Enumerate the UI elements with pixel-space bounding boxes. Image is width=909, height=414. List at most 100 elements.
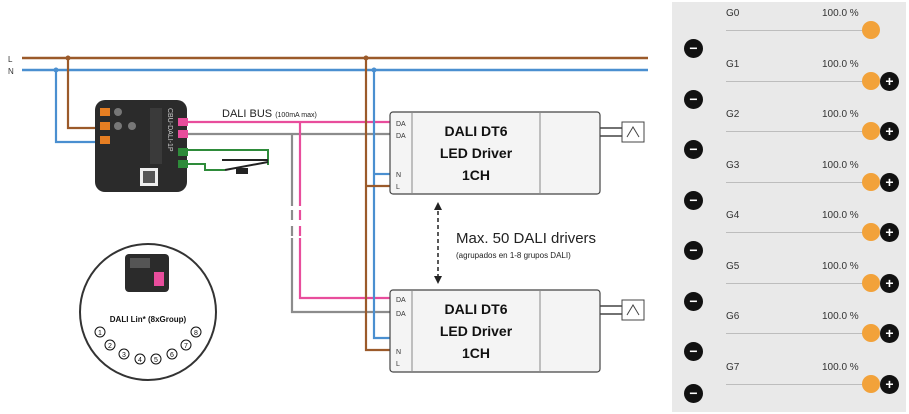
group-label: G3: [726, 159, 740, 171]
group-row-g0: G0 100.0 % −: [672, 2, 906, 58]
pushbutton: [222, 159, 269, 174]
inset-number-1: 1: [98, 330, 102, 337]
driver-2-pin-n: N: [396, 349, 401, 356]
group-label: G7: [726, 361, 740, 373]
group-label: G0: [726, 8, 740, 19]
slider-track[interactable]: [726, 333, 876, 334]
pushbutton-wire-b: [188, 163, 225, 171]
driver-1-title-3: 1CH: [462, 167, 490, 183]
group-row-g4: G4 100.0 % − +: [672, 204, 906, 260]
increase-button[interactable]: +: [880, 273, 899, 293]
driver-1-pin-da1: DA: [396, 121, 406, 128]
led-driver-2: DA DA N L DALI DT6 LED Driver 1CH: [389, 289, 601, 373]
inset-number-2: 2: [108, 343, 112, 350]
driver-1-pin-n: N: [396, 172, 401, 179]
inset-number-6: 6: [170, 352, 174, 359]
increase-button[interactable]: +: [880, 122, 899, 141]
decrease-button[interactable]: −: [684, 190, 703, 210]
group-value: 100.0 %: [822, 210, 859, 221]
increase-button[interactable]: +: [880, 223, 899, 242]
wiring-diagram: L N CBU-DALI-1P DALI BUS (100mA max): [8, 55, 648, 381]
slider-knob[interactable]: [862, 71, 880, 90]
decrease-button[interactable]: −: [684, 89, 703, 109]
group-label: G5: [726, 260, 740, 272]
increase-button[interactable]: +: [880, 71, 899, 91]
decrease-button[interactable]: −: [684, 39, 703, 58]
driver-2-title-3: 1CH: [462, 345, 490, 361]
decrease-button[interactable]: −: [684, 342, 703, 361]
inset-number-8: 8: [194, 330, 198, 337]
slider-track[interactable]: [726, 30, 876, 31]
controller-neutral-wire: [54, 70, 100, 144]
dali-bus-label: DALI BUS (100mA max): [222, 108, 317, 120]
dali-lin-label: DALI Lin* (8xGroup): [110, 315, 187, 324]
slider-knob[interactable]: [862, 122, 880, 140]
increase-button[interactable]: +: [880, 172, 899, 192]
group-value: 100.0 %: [822, 109, 859, 120]
group-row-g6: G6 100.0 % − +: [672, 305, 906, 361]
slider-track[interactable]: [726, 131, 876, 132]
driver-1-title-2: LED Driver: [440, 145, 513, 161]
slider-track[interactable]: [726, 232, 876, 233]
group-row-g7: G7 100.0 % − +: [672, 356, 906, 406]
inset-number-3: 3: [122, 352, 126, 359]
driver-1-title-1: DALI DT6: [445, 123, 508, 139]
group-label: G1: [726, 58, 740, 70]
group-row-g3: G3 100.0 % − +: [672, 154, 906, 210]
driver-1-pin-l: L: [396, 184, 400, 191]
controller-label: CBU-DALI-1P: [166, 108, 173, 152]
group-value: 100.0 %: [822, 159, 859, 171]
group-value: 100.0 %: [822, 361, 859, 373]
slider-track[interactable]: [726, 383, 876, 385]
slider-knob[interactable]: [862, 172, 880, 191]
slider-knob[interactable]: [862, 374, 880, 393]
pushbutton-wire-a: [188, 149, 269, 165]
driver-2-title-1: DALI DT6: [445, 301, 508, 317]
inset-number-5: 5: [154, 357, 158, 364]
group-row-g1: G1 100.0 % − +: [672, 53, 906, 109]
increase-button[interactable]: +: [880, 374, 899, 394]
dali-lin-inset: DALI Lin* (8xGroup) 1 2 3 4 5 6 7 8: [79, 243, 217, 381]
group-value: 100.0 %: [822, 8, 859, 19]
decrease-button[interactable]: −: [684, 383, 703, 403]
group-value: 100.0 %: [822, 311, 859, 322]
driver-1-pin-da2: DA: [396, 133, 406, 140]
driver-2-pin-l: L: [396, 361, 400, 368]
decrease-button[interactable]: −: [684, 241, 703, 260]
group-value: 100.0 %: [822, 58, 859, 70]
slider-knob[interactable]: [862, 324, 880, 342]
group-value: 100.0 %: [822, 260, 859, 272]
slider-track[interactable]: [726, 282, 876, 284]
lamp-output-1: [600, 121, 645, 143]
driver-live-drop: [364, 58, 390, 352]
group-row-g2: G2 100.0 % − +: [672, 103, 906, 159]
group-row-g5: G5 100.0 % − +: [672, 255, 906, 311]
dali-bus-branch-grey: [290, 134, 390, 314]
line-label-l: L: [8, 55, 13, 64]
max-drivers-subtext: (agrupados en 1-8 grupos DALI): [456, 251, 571, 260]
driver-2-pin-da1: DA: [396, 297, 406, 304]
max-drivers-text: Max. 50 DALI drivers: [456, 230, 596, 247]
group-label: G6: [726, 311, 740, 322]
controller-live-wire: [66, 58, 100, 130]
driver-2-pin-da2: DA: [396, 311, 406, 318]
slider-track[interactable]: [726, 181, 876, 183]
line-label-n: N: [8, 67, 14, 76]
driver-neutral-drop: [372, 70, 390, 340]
lamp-output-2: [600, 299, 645, 321]
increase-button[interactable]: +: [880, 324, 899, 343]
group-dimmer-panel: G0 100.0 % − G1 100.0 % − + G2 100.0 % − + G3 100.0 …: [672, 2, 906, 412]
decrease-button[interactable]: −: [684, 140, 703, 159]
group-label: G2: [726, 109, 740, 120]
slider-knob[interactable]: [862, 21, 880, 39]
dali-controller: CBU-DALI-1P: [95, 100, 188, 192]
inset-number-7: 7: [184, 343, 188, 350]
group-label: G4: [726, 210, 740, 221]
led-driver-1: DA DA N L DALI DT6 LED Driver 1CH: [389, 111, 601, 195]
dali-bus-branch-pink: [298, 122, 390, 300]
decrease-button[interactable]: −: [684, 291, 703, 311]
slider-track[interactable]: [726, 80, 876, 82]
slider-knob[interactable]: [862, 273, 880, 292]
inset-number-4: 4: [138, 357, 142, 364]
slider-knob[interactable]: [862, 223, 880, 241]
